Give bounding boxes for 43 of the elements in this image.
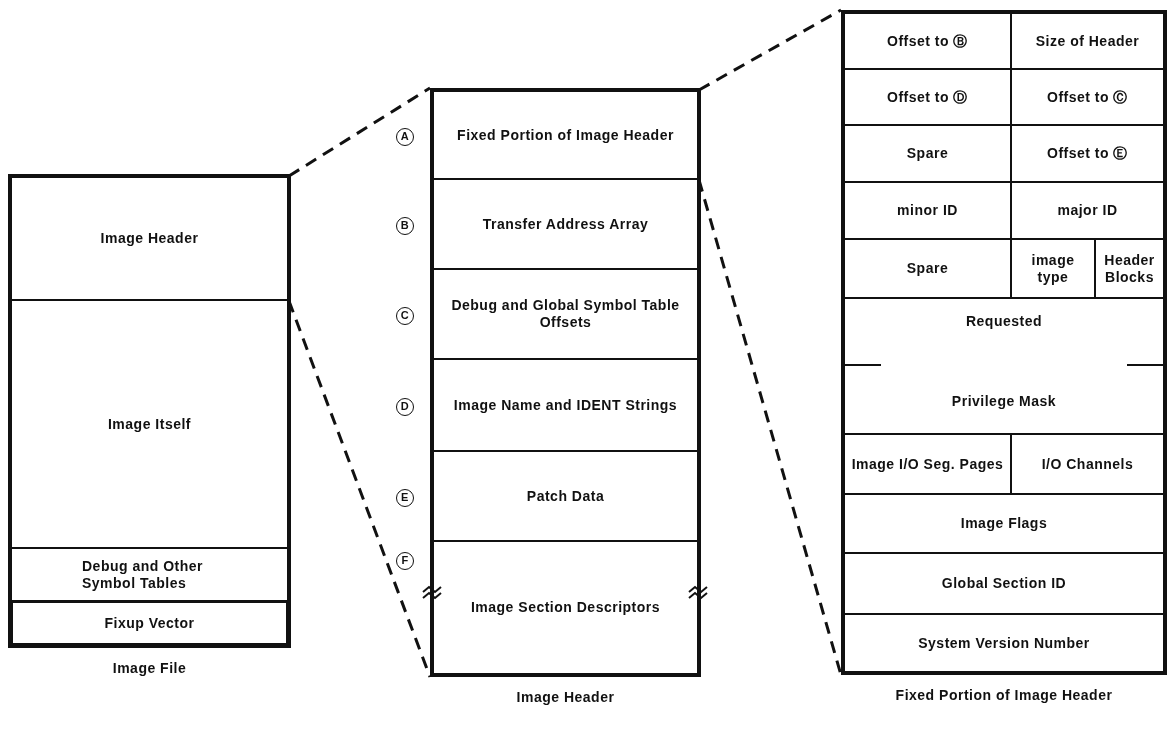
field-label: Spare bbox=[906, 145, 949, 162]
field-label: Offset to Ⓓ bbox=[887, 88, 968, 106]
field-label: Image Flags bbox=[960, 515, 1048, 532]
field-label: Image I/O Seg. Pages bbox=[851, 455, 1004, 473]
field-label: Spare bbox=[906, 260, 949, 277]
field-label: major ID bbox=[1057, 202, 1118, 219]
field-label: Header Blocks bbox=[1103, 251, 1156, 286]
field-box bbox=[10, 600, 289, 646]
field-label: Patch Data bbox=[526, 487, 605, 505]
field-label: Debug and Other Symbol Tables bbox=[82, 557, 205, 592]
field-box bbox=[10, 176, 289, 301]
field-label: Image Name and IDENT Strings bbox=[453, 396, 678, 414]
field-label: Privilege Mask bbox=[950, 393, 1058, 410]
field-label: Requested bbox=[964, 313, 1044, 330]
field-label: Image Itself bbox=[108, 415, 191, 433]
field-box bbox=[843, 297, 1165, 435]
field-label: Offset to Ⓔ bbox=[1047, 145, 1128, 162]
field-label: Offset to Ⓒ bbox=[1047, 88, 1128, 106]
field-box bbox=[10, 547, 289, 602]
field-box bbox=[1010, 12, 1165, 70]
field-label: I/O Channels bbox=[1041, 455, 1134, 473]
field-label: Global Section ID bbox=[941, 575, 1067, 592]
dashed-projection-line bbox=[288, 86, 431, 178]
field-label: Fixup Vector bbox=[104, 614, 195, 632]
field-box bbox=[10, 299, 289, 549]
field-box bbox=[843, 613, 1165, 673]
field-label: Fixed Portion of Image Header bbox=[457, 126, 674, 144]
field-label: Image Section Descriptors bbox=[470, 599, 661, 616]
dashed-projection-line bbox=[698, 8, 842, 92]
field-label: System Version Number bbox=[918, 634, 1090, 652]
field-box bbox=[843, 493, 1165, 554]
field-box bbox=[843, 552, 1165, 615]
column-caption: Image File bbox=[111, 660, 188, 677]
column-caption: Fixed Portion of Image Header bbox=[894, 687, 1114, 704]
field-label: Offset to Ⓑ bbox=[887, 32, 968, 50]
field-label: image type bbox=[1030, 251, 1076, 286]
field-box bbox=[843, 12, 1012, 70]
column-caption: Image Header bbox=[515, 689, 616, 706]
field-label: Transfer Address Array bbox=[482, 215, 649, 233]
field-label: Size of Header bbox=[1035, 32, 1140, 50]
field-label: minor ID bbox=[897, 202, 958, 219]
field-label: Image Header bbox=[100, 230, 199, 247]
field-label: Debug and Global Symbol Table Offsets bbox=[450, 297, 681, 331]
